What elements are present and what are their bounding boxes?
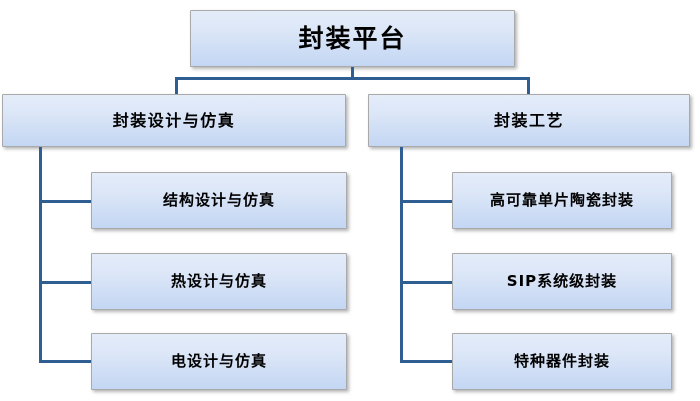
node-branch-0[interactable]: 封装设计与仿真 <box>2 94 346 147</box>
node-branch-1-label: 封装工艺 <box>493 110 564 130</box>
node-root-label: 封装平台 <box>298 23 407 53</box>
connector-branch-0-to-child-2 <box>39 360 91 363</box>
node-branch-1-child-0-label: 高可靠单片陶瓷封装 <box>489 191 634 210</box>
node-root[interactable]: 封装平台 <box>190 10 515 67</box>
node-branch-1-child-0[interactable]: 高可靠单片陶瓷封装 <box>452 172 672 229</box>
connector-root-to-branch-1 <box>527 77 530 94</box>
node-branch-0-child-1[interactable]: 热设计与仿真 <box>91 253 347 310</box>
node-branch-1-child-2[interactable]: 特种器件封装 <box>452 333 672 390</box>
node-branch-0-child-2[interactable]: 电设计与仿真 <box>91 333 347 390</box>
connector-branch-1-to-child-1 <box>400 281 452 284</box>
connector-branch-1-to-child-2 <box>400 360 452 363</box>
node-branch-1-child-1[interactable]: SIP系统级封装 <box>452 253 672 310</box>
connector-branch-1-trunk <box>400 147 403 363</box>
connector-root-stem <box>351 67 354 79</box>
node-branch-1[interactable]: 封装工艺 <box>368 94 690 147</box>
node-branch-0-label: 封装设计与仿真 <box>112 110 236 130</box>
connector-branch-0-to-child-1 <box>39 281 91 284</box>
node-branch-0-child-1-label: 热设计与仿真 <box>170 272 267 291</box>
node-branch-0-child-0[interactable]: 结构设计与仿真 <box>91 172 347 229</box>
node-branch-1-child-2-label: 特种器件封装 <box>513 352 610 371</box>
connector-branch-0-trunk <box>39 147 42 363</box>
connector-branch-0-to-child-0 <box>39 200 91 203</box>
node-branch-1-child-1-label: SIP系统级封装 <box>506 272 618 291</box>
node-branch-0-child-0-label: 结构设计与仿真 <box>162 191 275 210</box>
connector-root-bus <box>175 77 530 80</box>
connector-root-to-branch-0 <box>175 77 178 94</box>
node-branch-0-child-2-label: 电设计与仿真 <box>170 352 267 371</box>
connector-branch-1-to-child-0 <box>400 200 452 203</box>
